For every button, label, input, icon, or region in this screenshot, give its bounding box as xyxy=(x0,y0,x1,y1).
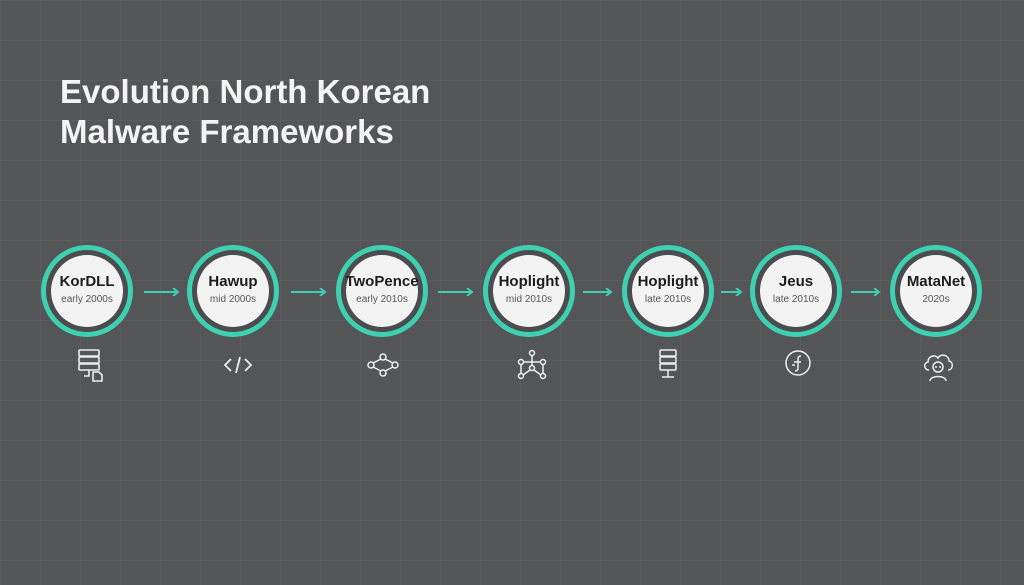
timeline-node-matanet: MataNet 2020s xyxy=(890,245,982,337)
network-nodes-icon xyxy=(367,353,399,377)
cloud-user-icon xyxy=(924,354,953,382)
timeline-node-hawup: Hawup mid 2000s xyxy=(187,245,279,337)
title-line-1: Evolution North Korean xyxy=(60,73,431,110)
node-era: late 2010s xyxy=(644,294,692,305)
node-era: early 2010s xyxy=(356,294,408,305)
arrow-icon xyxy=(583,288,613,296)
server-icon xyxy=(659,349,677,378)
arrow-icon xyxy=(721,288,743,296)
arrow-icon xyxy=(438,288,474,296)
page-title: Evolution North Korean Malware Framework… xyxy=(60,72,430,152)
node-era: mid 2000s xyxy=(209,294,257,305)
function-icon xyxy=(785,350,811,376)
server-document-icon xyxy=(78,349,103,382)
node-name: Hoplight xyxy=(498,273,560,290)
arrow-icon xyxy=(144,288,180,296)
node-name: Hawup xyxy=(208,273,258,290)
network-graph-icon xyxy=(517,349,547,380)
code-icon xyxy=(223,356,253,374)
node-era: late 2010s xyxy=(772,294,820,305)
timeline-node-kordll: KorDLL early 2000s xyxy=(41,245,133,337)
title-line-2: Malware Frameworks xyxy=(60,113,394,150)
node-era: 2020s xyxy=(922,294,950,305)
arrow-icon xyxy=(851,288,881,296)
node-era: early 2000s xyxy=(61,294,113,305)
node-name: KorDLL xyxy=(59,273,115,290)
timeline-node-hoplight-late: Hoplight late 2010s xyxy=(622,245,714,337)
timeline-node-twopence: TwoPence early 2010s xyxy=(336,245,428,337)
timeline-node-hoplight-mid: Hoplight mid 2010s xyxy=(483,245,575,337)
node-name: TwoPence xyxy=(345,273,419,290)
timeline-node-jeus: Jeus late 2010s xyxy=(750,245,842,337)
arrow-icon xyxy=(291,288,327,296)
node-era: mid 2010s xyxy=(505,294,553,305)
node-name: MataNet xyxy=(906,273,966,290)
node-name: Hoplight xyxy=(637,273,699,290)
node-name: Jeus xyxy=(778,273,814,290)
